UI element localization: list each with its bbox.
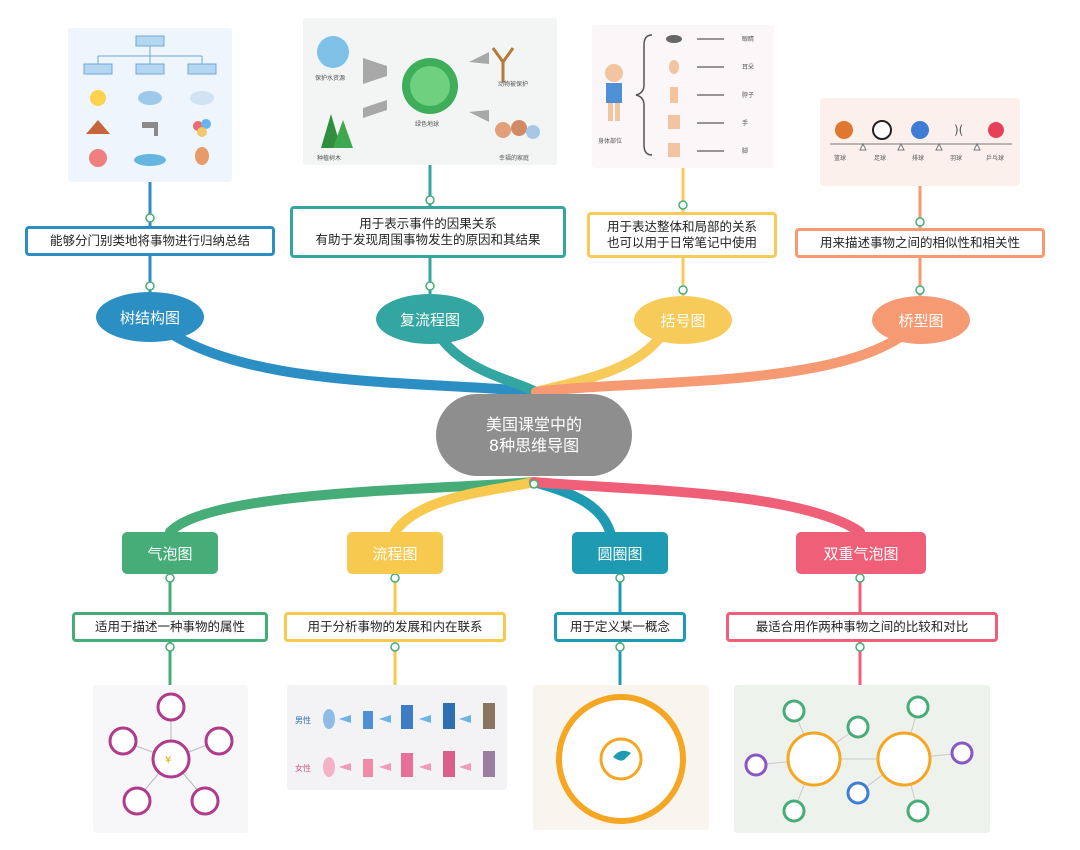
connector-double-bubble [529,477,865,537]
thumb-tree-diagram [68,28,232,182]
desc-double-bubble: 最适合用作两种事物之间的比较和对比 [726,612,998,642]
thumb-label-hand: 手 [742,119,748,127]
thumb-label-football: 足球 [874,154,886,162]
desc-bridge: 用来描述事物之间的相似性和相关性 [795,228,1045,258]
thumb-label-water: 保护水资源 [315,74,345,82]
connector-flow [390,477,539,537]
thumb-label-male: 男性 [295,715,311,725]
svg-text:¥: ¥ [165,755,171,766]
thumb-bubble-map: ¥ [93,685,248,833]
thumb-flow-map: 男性 女性 [287,685,507,790]
thumb-label-female: 女性 [295,763,311,773]
thumb-label-family: 幸福的家庭 [499,154,529,162]
thumb-label-whole: 身体部位 [598,137,622,145]
thumb-brace-diagram: 身体部位 眼睛 耳朵 脖子 手 脚 [592,25,774,168]
thumb-double-bubble-map [734,685,990,833]
node-tree-diagram[interactable]: 树结构图 [96,292,204,342]
desc-multi-flow: 用于表示事件的因果关系 有助于发现周围事物发生的原因和其结果 [290,206,566,258]
desc-brace: 用于表达整体和局部的关系 也可以用于日常笔记中使用 [587,212,777,258]
thumb-label-eye: 眼睛 [742,35,754,43]
thumb-circle-map [533,685,709,830]
svg-text:)(: )( [954,123,963,137]
connector-tree [145,313,541,397]
node-double-bubble-map[interactable]: 双重气泡图 [796,532,926,574]
thumb-label-pingpong: 乒乓球 [986,154,1004,162]
desc-tree: 能够分门别类地将事物进行归纳总结 [25,226,275,256]
central-topic[interactable]: 美国课堂中的 8种思维导图 [436,394,632,476]
thumb-label-basketball: 篮球 [834,154,846,162]
connector-bridge [531,315,925,397]
node-multi-flow-diagram[interactable]: 复流程图 [376,294,484,344]
central-topic-line2: 8种思维导图 [488,436,580,455]
thumb-label-neck: 脖子 [742,91,754,99]
node-bridge-diagram[interactable]: 桥型图 [872,296,970,344]
node-flow-map[interactable]: 流程图 [347,532,443,574]
connector-bubble [165,477,539,537]
thumb-bridge-diagram: )( 篮球 足球 排球 羽球 乒乓球 [820,98,1020,186]
node-bubble-map[interactable]: 气泡图 [122,532,218,574]
desc-circle: 用于定义某一概念 [554,612,686,642]
thumb-label-animal: 动物被保护 [498,80,528,88]
desc-flow: 用于分析事物的发展和内在联系 [284,612,506,642]
node-brace-diagram[interactable]: 括号图 [634,296,732,344]
thumb-label-badminton: 羽球 [950,154,962,162]
thumb-label-tree: 种植树木 [317,154,341,162]
thumb-multi-flow-diagram: 保护水资源 绿色地球 动物被保护 种植树木 幸福的家庭 [303,18,557,165]
desc-bubble: 适用于描述一种事物的属性 [72,612,268,642]
node-circle-map[interactable]: 圆圈图 [572,532,668,574]
thumb-label-foot: 脚 [742,147,748,155]
thumb-label-earth: 绿色地球 [415,120,439,128]
central-topic-line1: 美国课堂中的 [485,415,582,434]
thumb-label-ear: 耳朵 [742,64,754,71]
thumb-label-volleyball: 排球 [912,154,924,162]
